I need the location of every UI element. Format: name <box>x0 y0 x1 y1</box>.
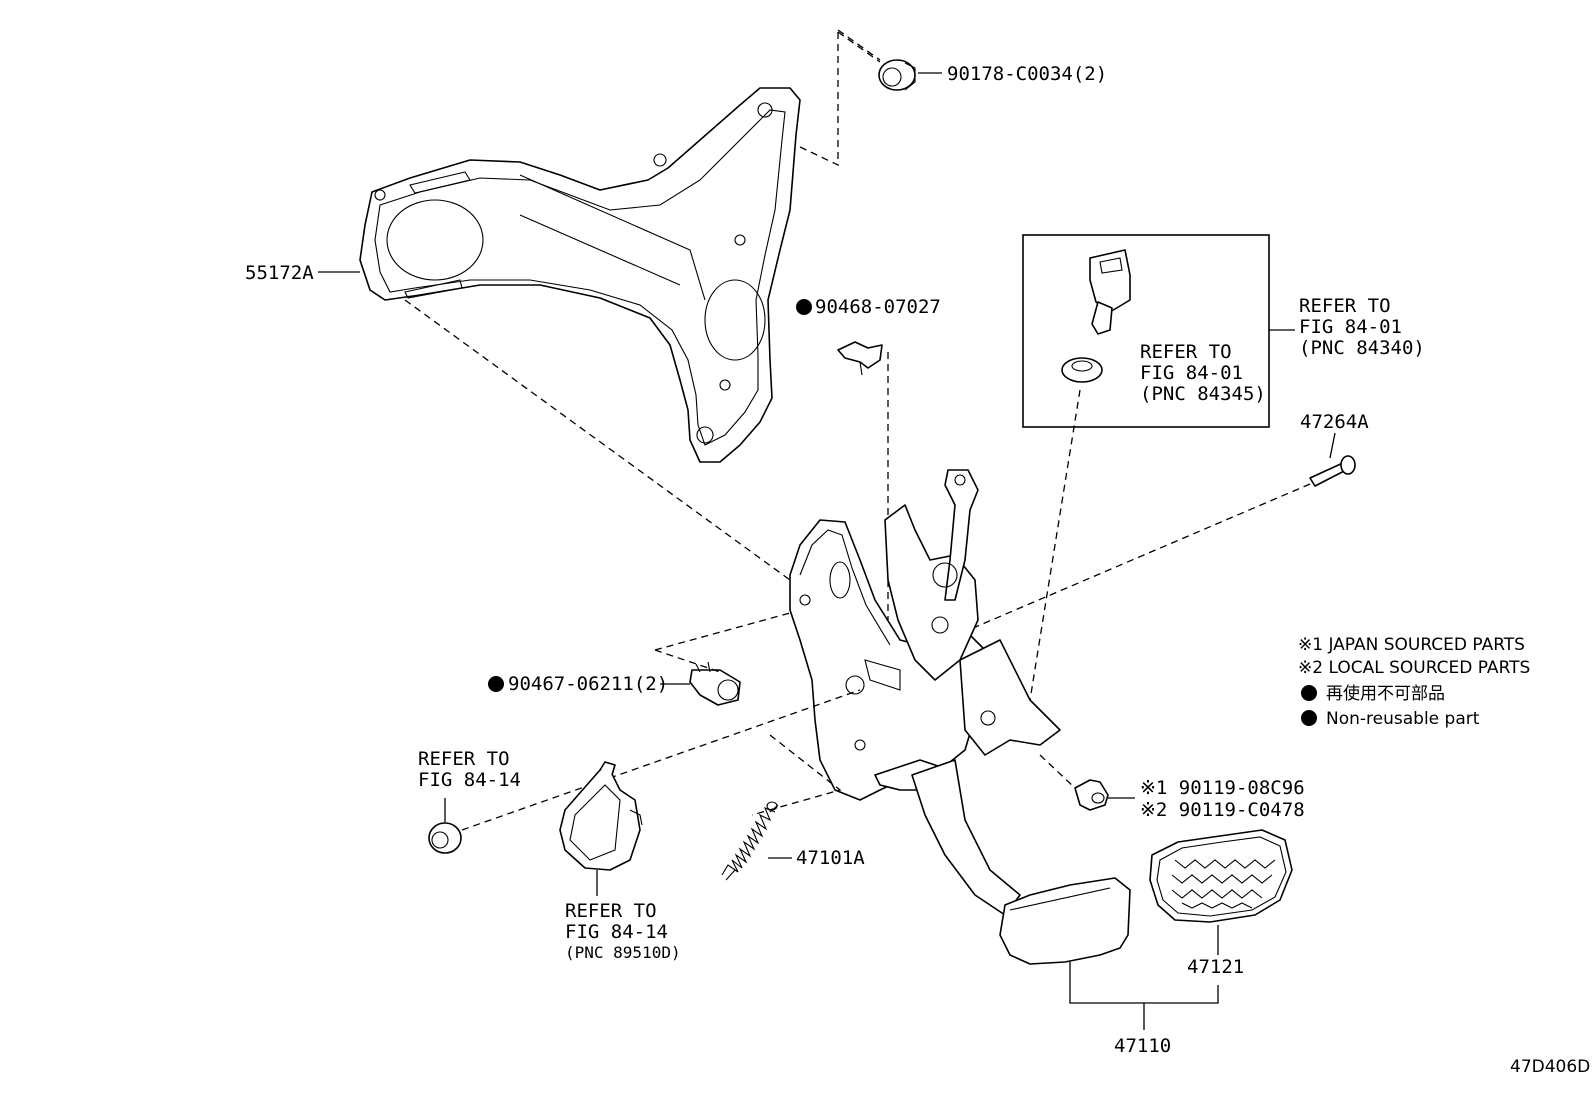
label-90178-c0034: 90178-C0034(2) <box>947 63 1107 85</box>
label-47101a: 47101A <box>796 847 865 869</box>
label-refer-switch-outer-2: FIG 84-01 <box>1299 316 1402 338</box>
label-refer-nut-1: REFER TO <box>418 748 510 770</box>
label-90119-08c96: ※1 90119-08C96 <box>1140 777 1305 799</box>
label-refer-sensor-2: FIG 84-14 <box>565 921 668 943</box>
switch-nut-drawing <box>1061 357 1103 383</box>
label-55172a: 55172A <box>245 262 314 284</box>
label-refer-switch-inner-1: REFER TO <box>1140 341 1232 363</box>
bracket-55172a-drawing <box>359 87 801 463</box>
label-refer-sensor-1: REFER TO <box>565 900 657 922</box>
nut-90178-drawing <box>878 59 916 91</box>
return-spring-47101a-drawing <box>721 801 779 881</box>
diagram-id: 47D406D <box>1510 1057 1590 1077</box>
legend-dot-icon-2 <box>1301 710 1317 726</box>
pedal-bracket-drawing <box>789 469 1061 801</box>
label-refer-sensor-3: (PNC 89510D) <box>565 943 681 962</box>
brake-pedal-arm-drawing <box>911 759 1131 965</box>
pedal-pad-47121-drawing <box>1149 829 1293 923</box>
label-47121: 47121 <box>1187 956 1244 978</box>
label-refer-switch-outer-1: REFER TO <box>1299 295 1391 317</box>
stop-lamp-switch-drawing <box>1089 249 1131 335</box>
label-90467-06211: 90467-06211(2) <box>508 673 668 695</box>
label-refer-switch-inner-2: FIG 84-01 <box>1140 362 1243 384</box>
label-refer-nut-2: FIG 84-14 <box>418 769 521 791</box>
label-47110: 47110 <box>1114 1035 1171 1057</box>
legend-japan-sourced: ※1 JAPAN SOURCED PARTS <box>1298 635 1525 655</box>
label-47264a: 47264A <box>1300 411 1369 433</box>
clip-90468-drawing <box>837 341 883 376</box>
nut-84-14-drawing <box>428 822 462 854</box>
dashline-bolt-to-bracket <box>837 29 881 61</box>
label-refer-switch-outer-3: (PNC 84340) <box>1299 337 1425 359</box>
clip-90467-drawing <box>689 661 741 706</box>
legend-dot-icon <box>1301 685 1317 701</box>
legend-nonreusable-en: Non-reusable part <box>1326 709 1480 729</box>
legend-nonreusable-jp: 再使用不可部品 <box>1326 683 1445 704</box>
switch-reference-box <box>1022 234 1270 428</box>
label-90468-07027: 90468-07027 <box>815 296 941 318</box>
pin-47264a-drawing <box>1309 455 1356 487</box>
label-90119-c0478: ※2 90119-C0478 <box>1140 799 1305 821</box>
legend-local-sourced: ※2 LOCAL SOURCED PARTS <box>1298 658 1530 678</box>
bolt-90119-drawing <box>1074 779 1109 811</box>
label-refer-switch-inner-3: (PNC 84345) <box>1140 383 1266 405</box>
pedal-stroke-sensor-drawing <box>559 761 643 871</box>
